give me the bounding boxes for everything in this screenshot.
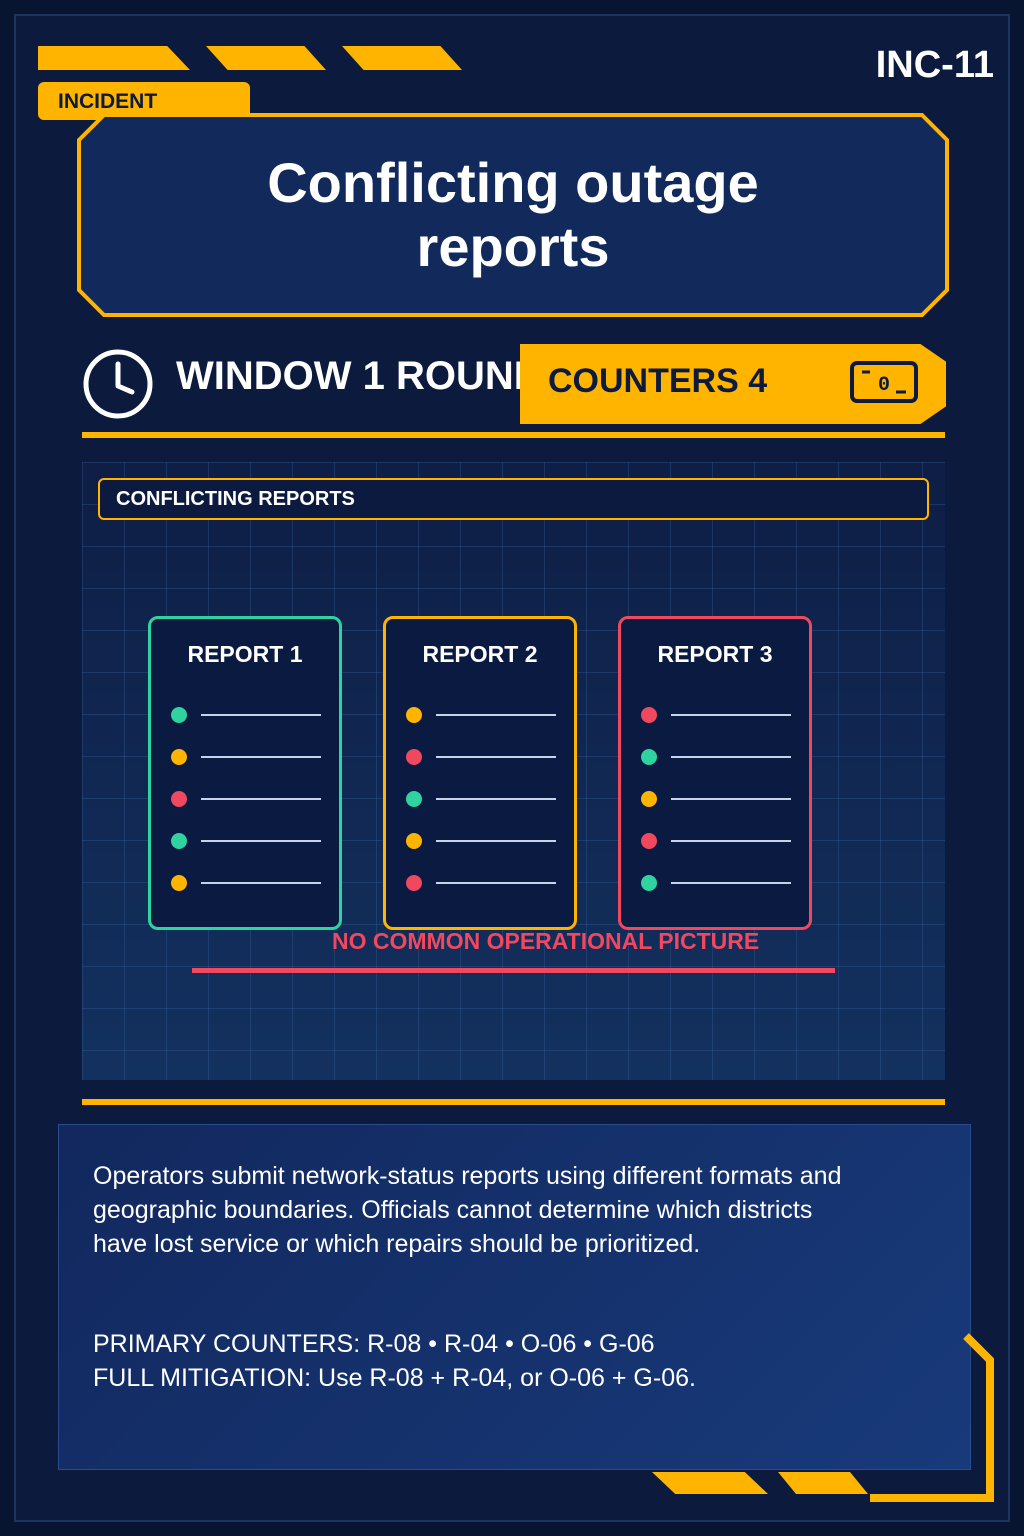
primary-counters: PRIMARY COUNTERS: R-08 • R-04 • O-06 • G… bbox=[93, 1330, 655, 1358]
placeholder-line bbox=[201, 798, 321, 800]
placeholder-line bbox=[201, 756, 321, 758]
status-dot-icon bbox=[406, 875, 422, 891]
status-dot-icon bbox=[641, 833, 657, 849]
hazard-stripe bbox=[342, 46, 462, 70]
title-frame bbox=[77, 113, 949, 317]
hazard-stripe bbox=[206, 46, 326, 70]
status-dot-icon bbox=[406, 791, 422, 807]
clock-icon bbox=[83, 349, 153, 419]
description-counters: PRIMARY COUNTERS: R-08 • R-04 • O-06 • G… bbox=[93, 1327, 913, 1395]
report-line-item bbox=[406, 875, 556, 891]
status-dot-icon bbox=[641, 707, 657, 723]
status-dot-icon bbox=[171, 875, 187, 891]
placeholder-line bbox=[671, 882, 791, 884]
placeholder-line bbox=[671, 714, 791, 716]
report-line-item bbox=[171, 875, 321, 891]
counter-icon-value: 0 bbox=[878, 374, 890, 397]
counters-label: COUNTERS 4 bbox=[548, 362, 768, 400]
report-line-item bbox=[171, 833, 321, 849]
report-title: REPORT 2 bbox=[422, 641, 538, 667]
placeholder-line bbox=[671, 756, 791, 758]
placeholder-line bbox=[201, 714, 321, 716]
card-title: Conflicting outage reports bbox=[267, 151, 759, 278]
terminal-counter-icon: 0 bbox=[850, 361, 918, 403]
description-panel: Operators submit network-status reports … bbox=[58, 1124, 971, 1470]
placeholder-line bbox=[436, 756, 556, 758]
status-dot-icon bbox=[171, 833, 187, 849]
divider bbox=[82, 1099, 945, 1105]
placeholder-line bbox=[671, 840, 791, 842]
placeholder-line bbox=[436, 882, 556, 884]
report-title: REPORT 3 bbox=[657, 641, 773, 667]
status-dot-icon bbox=[171, 749, 187, 765]
report-line-item bbox=[641, 875, 791, 891]
report-title: REPORT 1 bbox=[187, 641, 303, 667]
report-line-item bbox=[406, 749, 556, 765]
report-line-item bbox=[406, 791, 556, 807]
scene-panel: CONFLICTING REPORTS REPORT 1 REPORT 2 RE… bbox=[82, 462, 945, 1080]
report-card-1: REPORT 1 bbox=[148, 616, 342, 930]
report-line-item bbox=[171, 749, 321, 765]
status-dot-icon bbox=[641, 749, 657, 765]
report-line-item bbox=[641, 833, 791, 849]
placeholder-line bbox=[436, 714, 556, 716]
description-body: Operators submit network-status reports … bbox=[93, 1162, 842, 1258]
report-card-2: REPORT 2 bbox=[383, 616, 577, 930]
status-dot-icon bbox=[406, 749, 422, 765]
report-line-item bbox=[641, 707, 791, 723]
placeholder-line bbox=[436, 798, 556, 800]
warning-text: NO COMMON OPERATIONAL PICTURE bbox=[332, 928, 760, 954]
status-dot-icon bbox=[171, 791, 187, 807]
status-dot-icon bbox=[406, 833, 422, 849]
report-line-item bbox=[406, 833, 556, 849]
report-line-item bbox=[171, 707, 321, 723]
status-dot-icon bbox=[641, 791, 657, 807]
scene-header: CONFLICTING REPORTS bbox=[98, 478, 929, 520]
status-dot-icon bbox=[641, 875, 657, 891]
status-dot-icon bbox=[171, 707, 187, 723]
corner-bracket bbox=[870, 1333, 994, 1502]
placeholder-line bbox=[436, 840, 556, 842]
report-line-item bbox=[641, 749, 791, 765]
incident-id: INC-11 bbox=[875, 44, 994, 86]
report-line-item bbox=[171, 791, 321, 807]
report-line-item bbox=[641, 791, 791, 807]
full-mitigation: FULL MITIGATION: Use R-08 + R-04, or O-0… bbox=[93, 1364, 696, 1392]
divider bbox=[82, 432, 945, 438]
counters-badge[interactable]: COUNTERS 4 0 bbox=[520, 344, 946, 424]
placeholder-line bbox=[671, 798, 791, 800]
placeholder-line bbox=[201, 840, 321, 842]
report-card-3: REPORT 3 bbox=[618, 616, 812, 930]
title-box: Conflicting outage reports bbox=[76, 112, 950, 318]
status-dot-icon bbox=[406, 707, 422, 723]
hazard-stripe bbox=[38, 46, 190, 70]
placeholder-line bbox=[201, 882, 321, 884]
warning-underline bbox=[192, 968, 835, 973]
window-round-label: WINDOW 1 ROUND bbox=[176, 354, 526, 398]
report-line-item bbox=[406, 707, 556, 723]
hazard-stripe bbox=[778, 1472, 868, 1494]
hazard-stripe bbox=[652, 1472, 768, 1494]
